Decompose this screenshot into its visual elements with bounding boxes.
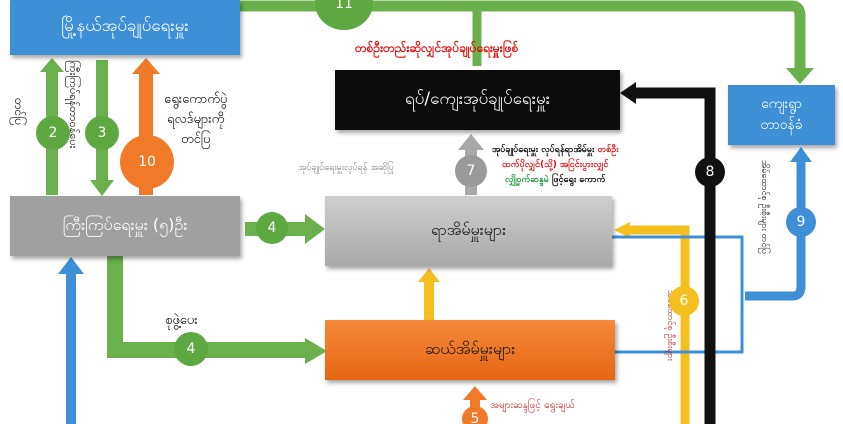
arrow-4a xyxy=(305,214,325,244)
hundred-house-heads-box: ရာအိမ်မှူးများ xyxy=(325,196,612,266)
majority-label: အများဆန္ဒဖြင့် ရွေးချယ် xyxy=(490,400,575,411)
report-label: တင်ပြ xyxy=(12,98,26,126)
box-label: ဆယ်အိမ်မှူးများ xyxy=(424,339,516,358)
note-text: ဖြင့်ရွေး ကောက် xyxy=(552,175,606,185)
box-label: ကျေးရွာ xyxy=(761,96,802,112)
note-text: ထက်ပိုလျှင်(သို့) အငြင်းပွားလျှင် xyxy=(502,160,609,170)
box-label: ရပ်/ကျေးအုပ်ချုပ်ရေးမှူး xyxy=(404,88,551,109)
township-admin-box: မြို့နယ်အုပ်ချုပ်ရေးမှူး xyxy=(10,0,240,55)
ward-village-admin-box: ရပ်/ကျေးအုပ်ချုပ်ရေးမှူး xyxy=(335,70,620,130)
arrow-11 xyxy=(240,0,806,70)
arrow-blue-left xyxy=(58,257,84,274)
arrow-4b xyxy=(305,338,327,364)
badge-number: 11 xyxy=(335,0,353,12)
step-8-badge: 8 xyxy=(695,157,725,187)
arrow-2 xyxy=(40,58,64,72)
step-9-badge: 9 xyxy=(786,207,816,237)
label-line: ရလဒ်များကို xyxy=(167,112,225,127)
step-4b-badge: 4 xyxy=(174,332,208,366)
box-label: မြို့နယ်အုပ်ချုပ်ရေးမှူး xyxy=(61,16,189,36)
arrow-7 xyxy=(458,134,484,150)
step-10-badge: 10 xyxy=(120,135,174,189)
supervisors-box: ကြီးကြပ်ရေးမှူး (၅)ဦး xyxy=(10,196,240,256)
step-6-badge: 6 xyxy=(669,286,699,316)
arrow-8 xyxy=(620,82,636,104)
household-heads-report-label: အိမ်ထောင်စု ဦးစီးများ တင်ပြ xyxy=(759,160,769,255)
step-3-badge: 3 xyxy=(85,116,119,150)
box-label: ကြီးကြပ်ရေးမှူး (၅)ဦး xyxy=(62,215,188,234)
box-label: ရာအိမ်မှူးများ xyxy=(430,220,507,239)
election-results-label: ရွေးကောက်ပွဲရလဒ်များကိုတင်ပြ xyxy=(164,90,227,150)
box-label: တာဝန်ခံ xyxy=(760,117,803,133)
arrow-9 xyxy=(790,147,812,162)
step-7-badge: 7 xyxy=(455,155,487,187)
label-line: ရွေးကောက်ပွဲ xyxy=(164,92,228,107)
propose-label: အုပ်ချုပ်ရေးမှူးလုပ်ရန် အဆိုပြု xyxy=(298,163,394,173)
note-text: လျှို့ဝှက်ဆန္ဒမဲ xyxy=(505,175,553,185)
household-heads-label: အိမ်ထောင်စု ဦးစီးများ xyxy=(665,290,675,361)
arrow-5 xyxy=(463,386,487,400)
note-text: အုပ်ချုပ်ရေးမှူး လုပ်ရန်ရာအိမ်မှူး xyxy=(492,145,598,155)
step-4a-badge: 4 xyxy=(256,212,288,244)
arrow-3 xyxy=(90,180,114,196)
ten-house-heads-box: ဆယ်အိမ်မှူးများ xyxy=(325,320,615,380)
selection-note: အုပ်ချုပ်ရေးမှူး လုပ်ရန်ရာအိမ်မှူး တစ်ဦး… xyxy=(492,143,619,188)
assign-supervise-label: ကြီးကြပ်ရန်တာဝန်ပေး xyxy=(67,60,80,149)
arrow-6 xyxy=(614,222,630,238)
organize-label: စုဖွဲ့ပေး xyxy=(165,313,198,328)
village-in-charge-box: ကျေးရွာတာဝန်ခံ xyxy=(728,85,835,145)
single-head-label: တစ်ဦးတည်းဆိုလျှင်အုပ်ချုပ်ရေးမှူးဖြစ် xyxy=(355,41,519,55)
note-text: တစ်ဦး xyxy=(597,145,619,155)
arrow-10 xyxy=(132,58,160,74)
arrow-yellow-up xyxy=(418,268,440,282)
step-5-badge: 5 xyxy=(462,406,488,424)
step-2-badge: 2 xyxy=(36,116,70,150)
label-line: တင်ပြ xyxy=(180,132,211,147)
